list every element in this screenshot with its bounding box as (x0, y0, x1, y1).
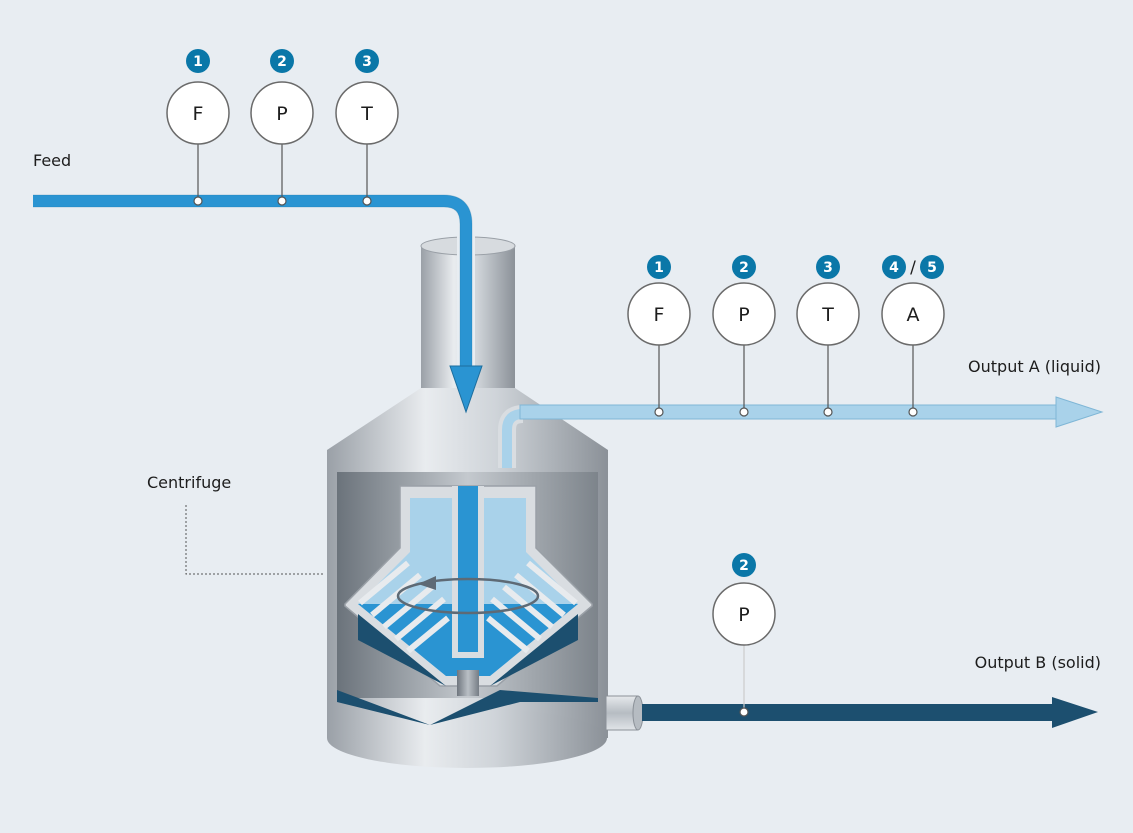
badge-separator: / (910, 258, 916, 278)
badge (270, 49, 294, 73)
feed-arrowhead (449, 365, 483, 414)
instrument-circle (166, 81, 230, 145)
tap-point (739, 407, 749, 417)
centrifuge-label: Centrifuge (147, 473, 231, 492)
badge-number: 1 (193, 54, 203, 70)
instrument-letter: F (193, 103, 204, 125)
badge-number: 2 (277, 54, 287, 70)
instrument-circle (881, 282, 945, 346)
feed-label: Feed (33, 151, 71, 170)
instrument-circle (250, 81, 314, 145)
instrument-letter: A (907, 304, 920, 326)
tap-point (823, 407, 833, 417)
badge-number: 2 (739, 260, 749, 276)
instrument-letter: T (360, 103, 373, 125)
badge-number: 1 (654, 260, 664, 276)
badge (732, 255, 756, 279)
instrument-circle (627, 282, 691, 346)
rotor-solid-right (490, 614, 578, 686)
badge (355, 49, 379, 73)
badge-secondary (920, 255, 944, 279)
output-a-instrument-a[interactable]: A 4 / 5 (881, 255, 945, 417)
output-a-arrowhead (1055, 396, 1104, 428)
output-a-instrument-p[interactable]: P 2 (712, 255, 776, 417)
badge (186, 49, 210, 73)
badge (732, 553, 756, 577)
tap-point (739, 707, 749, 717)
instrument-letter: F (654, 304, 665, 326)
instrument-letter: P (276, 103, 287, 125)
output-b-pipe (642, 697, 1098, 728)
centrifuge-leader-line (185, 505, 325, 575)
badge (647, 255, 671, 279)
central-tube-flow (458, 486, 478, 652)
output-a-instrument-t[interactable]: T 3 (796, 255, 860, 417)
centrifuge-vessel (327, 236, 644, 768)
solid-outlet-flange (632, 695, 644, 731)
output-a-label: Output A (liquid) (968, 357, 1101, 376)
rotor-discs-left (358, 560, 450, 654)
solid-sediment (337, 690, 598, 725)
feed-instrument-p[interactable]: P 2 (250, 49, 314, 206)
output-b-label: Output B (solid) (975, 653, 1101, 672)
badge-number: 4 (889, 260, 899, 276)
output-b-arrowhead (1052, 697, 1098, 728)
output-a-instrument-f[interactable]: F 1 (627, 255, 691, 417)
instrument-circle (712, 282, 776, 346)
output-b-instrument-p[interactable]: P 2 (712, 553, 776, 717)
tap-point (277, 196, 287, 206)
vessel-shoulder (327, 388, 608, 450)
tap-point (654, 407, 664, 417)
tap-point (908, 407, 918, 417)
rotation-arrow (396, 577, 540, 615)
rotor-discs-right (486, 560, 578, 654)
feed-instrument-f[interactable]: F 1 (166, 49, 230, 206)
rotation-arrowhead (418, 576, 436, 590)
feed-instrument-t[interactable]: T 3 (335, 49, 399, 206)
spindle (457, 670, 479, 696)
instrument-circle (712, 582, 776, 646)
instrument-letter: P (738, 304, 749, 326)
feed-pipe (33, 192, 483, 414)
instrument-circle (335, 81, 399, 145)
badge-number: 2 (739, 558, 749, 574)
badge-number: 3 (823, 260, 833, 276)
output-a-pipe (519, 396, 1104, 428)
badge (816, 255, 840, 279)
badge-number: 3 (362, 54, 372, 70)
vessel-bottom (327, 708, 607, 768)
tap-point (193, 196, 203, 206)
badge-number-secondary: 5 (927, 260, 937, 276)
rotor-solid-left (358, 614, 446, 686)
tap-point (362, 196, 372, 206)
instrument-letter: P (738, 604, 749, 626)
badge (882, 255, 906, 279)
instrument-circle (796, 282, 860, 346)
instrument-letter: T (821, 304, 834, 326)
